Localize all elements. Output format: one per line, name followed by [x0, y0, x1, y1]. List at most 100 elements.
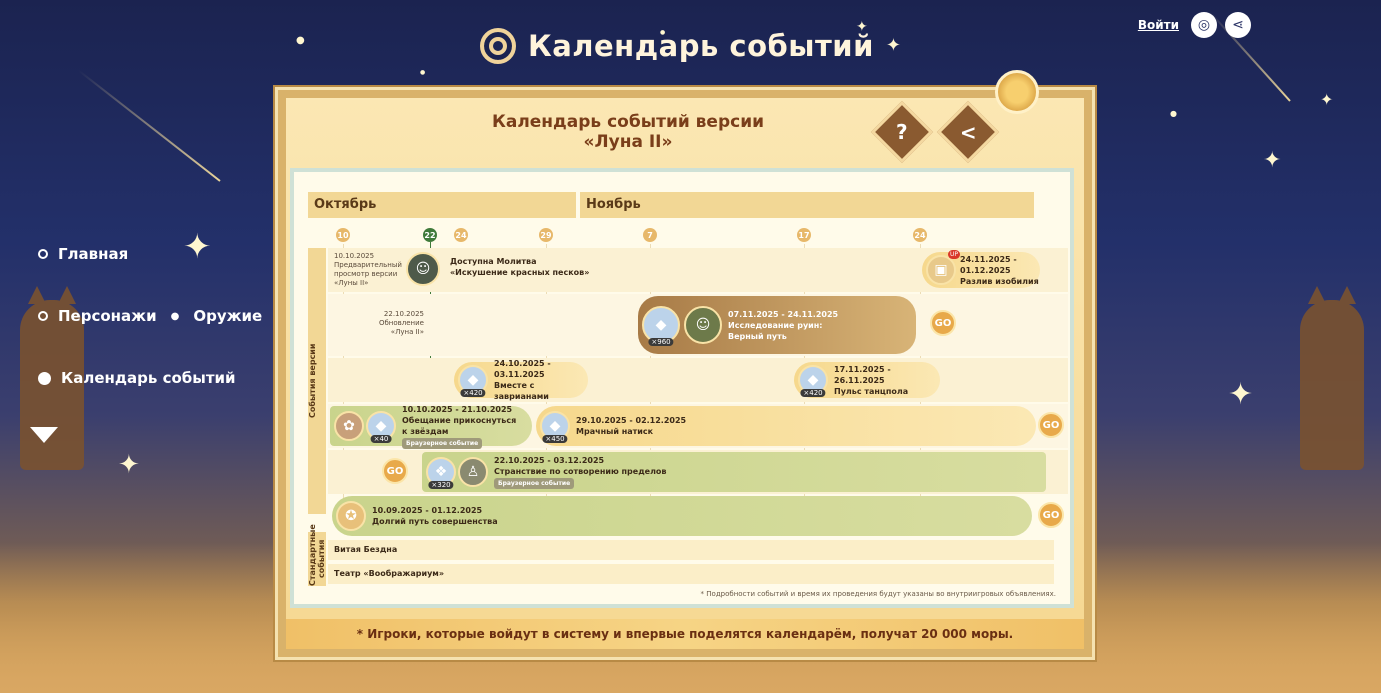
stars-text: 10.10.2025 - 21.10.2025 Обещание прикосн…: [402, 404, 516, 449]
reward-banner: * Игроки, которые войдут в систему и впе…: [286, 619, 1084, 649]
globe-icon[interactable]: ◎: [1191, 12, 1217, 38]
ruins-line1: Исследование руин:: [728, 320, 823, 330]
preview-note: 10.10.2025 Предварительный просмотр верс…: [334, 252, 404, 288]
go-button[interactable]: GO: [1038, 502, 1064, 528]
event-bar-ruins[interactable]: ◆×960 ☺ 07.11.2025 - 24.11.2025 Исследов…: [638, 296, 916, 354]
version-events-label: События версии: [308, 248, 326, 514]
board-title-line1: Календарь событий версии: [491, 112, 765, 132]
star-decoration: ✦: [1320, 90, 1334, 109]
onslaught-dates: 29.10.2025 - 02.12.2025: [576, 416, 687, 425]
primogem-icon: ◆×420: [458, 365, 488, 397]
question-icon: ?: [896, 119, 908, 144]
event-bar-abundance[interactable]: ▣ 24.11.2025 - 01.12.2025 Разлив изобили…: [922, 250, 1040, 288]
primogem-icon: ◆×960: [642, 306, 680, 346]
browser-event-tag: Браузерное событие: [402, 437, 483, 449]
event-bar-dance[interactable]: ◆×420 17.11.2025 - 26.11.2025 Пульс танц…: [794, 362, 940, 398]
prayer-text: Доступна Молитва «Искушение красных песк…: [450, 256, 589, 278]
event-bar-stars[interactable]: ✿ ◆×40 10.10.2025 - 21.10.2025 Обещание …: [330, 404, 532, 449]
share-icon: <: [959, 119, 977, 144]
medal-icon: ✪: [336, 501, 366, 531]
nav-item-characters[interactable]: Персонажи ● Оружие: [38, 306, 262, 326]
event-bar-perfection[interactable]: ✪ 10.09.2025 - 01.12.2025 Долгий путь со…: [332, 496, 1032, 536]
go-button[interactable]: GO: [382, 458, 408, 484]
board-title: Календарь событий версии «Луна II»: [478, 112, 778, 152]
character-portrait-icon: ☺: [684, 306, 722, 344]
food-icon: ✿: [334, 411, 364, 441]
update-date: 22.10.2025: [383, 310, 424, 318]
up-badge: UP: [948, 250, 961, 259]
event-row: [328, 358, 1068, 402]
login-link[interactable]: Войти: [1137, 18, 1179, 32]
stars-dates: 10.10.2025 - 21.10.2025: [402, 404, 513, 414]
day-marker: 17: [797, 228, 811, 242]
day-marker-today: 22: [423, 228, 437, 242]
wander-text: 22.10.2025 - 03.12.2025 Странствие по со…: [494, 455, 667, 489]
nav-item-calendar[interactable]: Календарь событий: [38, 368, 262, 388]
nav-separator: ●: [170, 310, 180, 322]
page-title: Календарь событий: [527, 29, 874, 63]
month-october: Октябрь: [308, 192, 576, 218]
onslaught-text: 29.10.2025 - 02.12.2025 Мрачный натиск: [576, 415, 686, 437]
scroll-down-icon[interactable]: [30, 427, 58, 443]
nav-item-weapons-label[interactable]: Оружие: [193, 307, 263, 325]
event-bar-onslaught[interactable]: ◆×450 29.10.2025 - 02.12.2025 Мрачный на…: [536, 406, 1036, 446]
sparkle-icon: ✦: [885, 35, 902, 56]
nav-dot-active-icon: [38, 371, 51, 385]
nav-item-label[interactable]: Персонажи: [58, 307, 157, 325]
standard-events-label: Стандартные события: [308, 524, 326, 586]
cat-statue-right: [1300, 286, 1364, 470]
primogem-icon: ◆×40: [366, 411, 396, 443]
standard-event-theatre[interactable]: Театр «Воображариум»: [328, 564, 1054, 584]
browser-event-tag: Браузерное событие: [494, 478, 575, 489]
star-decoration: ●: [1170, 109, 1177, 118]
ruins-dates: 07.11.2025 - 24.11.2025: [728, 309, 839, 319]
day-marker: 24: [913, 228, 927, 242]
prayer-line1: Доступна Молитва: [450, 257, 537, 266]
nav-item-home[interactable]: Главная: [38, 244, 262, 264]
star-decoration: ●: [660, 29, 666, 36]
abundance-text: 24.11.2025 - 01.12.2025 Разлив изобилия: [960, 254, 1039, 287]
preview-line3: «Луны II»: [334, 279, 369, 287]
crystal-icon: ❖×320: [426, 457, 456, 489]
abundance-dates: 24.11.2025 -: [960, 254, 1017, 264]
share-icon[interactable]: ⋖: [1225, 12, 1251, 38]
onslaught-name: Мрачный натиск: [576, 427, 654, 436]
event-bar-zavrian[interactable]: ◆×420 24.10.2025 - 03.11.2025 Вместе с з…: [454, 359, 588, 401]
perfection-name: Долгий путь совершенства: [372, 517, 498, 526]
day-marker: 10: [336, 228, 350, 242]
comet-decoration: [77, 69, 221, 182]
update-note: 22.10.2025 Обновление «Луна II»: [354, 310, 424, 337]
dance-text: 17.11.2025 - 26.11.2025 Пульс танцпола: [834, 364, 940, 397]
star-decoration: ●: [420, 69, 426, 76]
perfection-text: 10.09.2025 - 01.12.2025 Долгий путь сове…: [372, 505, 498, 527]
prayer-line2: «Искушение красных песков»: [450, 268, 590, 277]
qty-badge: ×40: [370, 435, 392, 443]
event-bar-wander[interactable]: ❖×320 ♙ 22.10.2025 - 03.12.2025 Странств…: [422, 452, 1046, 492]
go-button[interactable]: GO: [1038, 412, 1064, 438]
primogem-icon: ◆×420: [798, 365, 828, 397]
preview-line1: Предварительный: [334, 261, 402, 269]
standard-event-abyss[interactable]: Витая Бездна: [328, 540, 1054, 560]
page-header: Календарь событий ✦: [0, 28, 1381, 64]
stars-line1: Обещание прикоснуться: [402, 415, 517, 425]
day-marker: 7: [643, 228, 657, 242]
day-marker: 24: [454, 228, 468, 242]
zavrian-text: 24.10.2025 - 03.11.2025 Вместе с завриан…: [494, 358, 588, 402]
ruins-line2: Верный путь: [728, 331, 787, 341]
star-decoration: ✦: [1228, 377, 1254, 412]
medal-icon: [995, 70, 1039, 114]
go-button[interactable]: GO: [930, 310, 956, 336]
primogem-icon: ◆×450: [540, 411, 570, 443]
star-decoration: ✦: [183, 227, 212, 267]
day-marker: 29: [539, 228, 553, 242]
side-nav: Главная Персонажи ● Оружие Календарь соб…: [38, 244, 262, 430]
star-decoration: ✦: [1263, 148, 1282, 173]
abundance-dates2: 01.12.2025: [960, 265, 1011, 275]
zavrian-name: Вместе с заврианами: [494, 381, 549, 401]
update-line1: Обновление: [378, 319, 424, 327]
top-right-controls: Войти ◎ ⋖: [1138, 12, 1251, 38]
abundance-name: Разлив изобилия: [960, 276, 1039, 286]
character-portrait-icon[interactable]: ☺: [406, 252, 440, 286]
qty-badge: ×320: [428, 481, 454, 489]
preview-date: 10.10.2025: [334, 252, 375, 260]
